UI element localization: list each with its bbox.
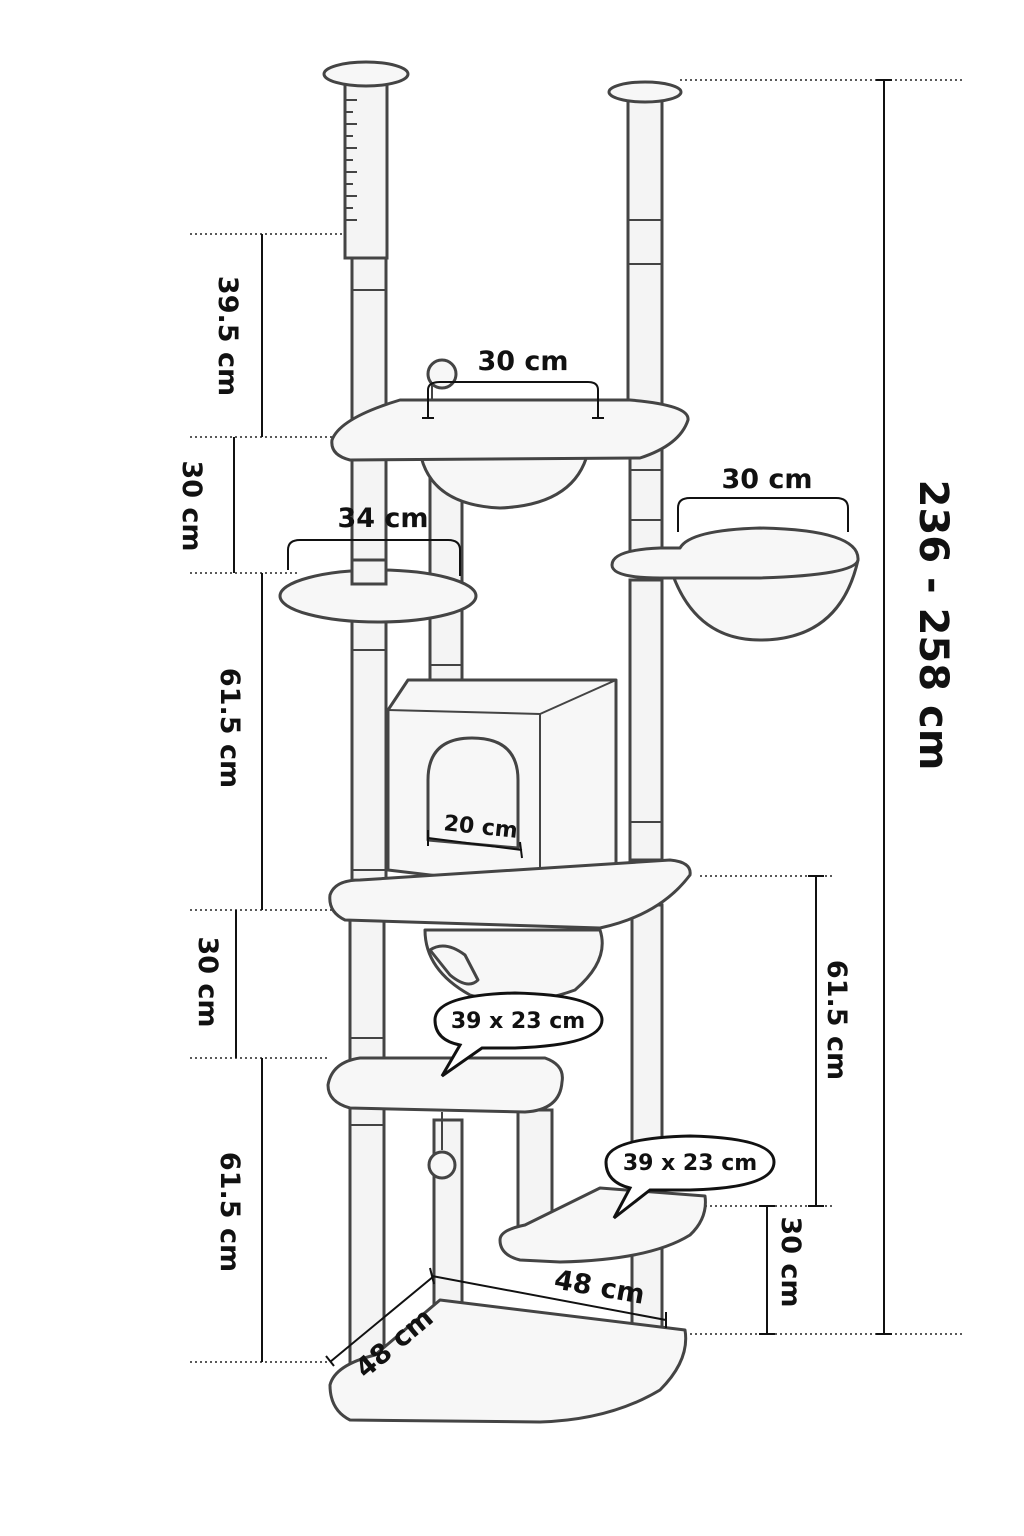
left-dim-4: 30 cm [192, 936, 223, 1027]
left-top-cap [322, 60, 410, 88]
cat-cave [386, 678, 618, 890]
middle-platform [328, 858, 692, 1003]
base-plate [328, 1298, 688, 1424]
dimension-lines [233, 79, 892, 1367]
callout-bubble-middle [433, 991, 604, 1078]
round-platform [278, 558, 478, 624]
callout-bubble-lower [604, 1134, 776, 1220]
left-dim-2: 30 cm [176, 460, 207, 551]
hanging-toy-ball [427, 1150, 457, 1180]
post-tick-marks [345, 99, 357, 221]
left-dim-1: 39.5 cm [212, 276, 243, 396]
total-height-label: 236 - 258 cm [910, 480, 956, 771]
right-hammock [610, 526, 860, 642]
left-dim-5: 61.5 cm [214, 1152, 245, 1272]
stepping-platform-middle [326, 1056, 564, 1180]
sisal-posts [322, 60, 683, 1372]
stepping-platform-lower [498, 1186, 707, 1264]
cave-entrance [426, 736, 520, 850]
hammock-width-label: 30 cm [721, 464, 812, 495]
round-platform-width-label: 34 cm [337, 503, 428, 534]
top-bed-width-label: 30 cm [477, 346, 568, 377]
right-upper-post [626, 92, 664, 416]
middle-platform-callout-label: 39 x 23 cm [451, 1009, 585, 1034]
right-dim-2: 30 cm [775, 1216, 806, 1307]
right-top-cap [607, 80, 683, 104]
left-dim-3: 61.5 cm [214, 668, 245, 788]
lower-platform-callout-label: 39 x 23 cm [623, 1151, 757, 1176]
right-dim-1: 61.5 cm [821, 960, 852, 1080]
